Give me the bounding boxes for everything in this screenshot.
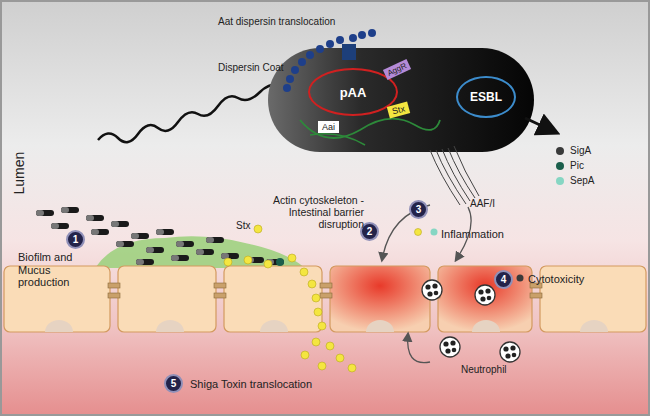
annotation-label: Inflammation xyxy=(441,228,504,241)
node-text: ESBL xyxy=(470,90,502,104)
node-text: 2 xyxy=(367,226,373,237)
legend-swatch xyxy=(556,177,564,185)
callout-number: 1 xyxy=(66,230,85,249)
legend-text: SepA xyxy=(570,175,594,187)
gene-box: Aai xyxy=(318,121,339,133)
toxin-label: Stx xyxy=(236,220,250,232)
legend-swatch xyxy=(556,147,564,155)
annotation-label: Dispersin Coat xyxy=(218,62,288,74)
callout-number: 5 xyxy=(164,374,183,393)
annotation-label: Biofilm and Mucus production xyxy=(18,251,100,289)
callout-number: 3 xyxy=(409,200,428,219)
annotation-label: Aat dispersin translocation xyxy=(218,16,338,28)
legend-text: Pic xyxy=(570,160,584,172)
callout-number: 4 xyxy=(494,270,513,289)
node-text: Aai xyxy=(322,122,335,132)
legend-swatch xyxy=(556,162,564,170)
legend-text: SigA xyxy=(570,145,591,157)
annotation-label: Cytotoxicity xyxy=(528,273,584,286)
node-text: 4 xyxy=(501,274,507,285)
node-text: 3 xyxy=(416,204,422,215)
plasmid-ellipse: ESBL xyxy=(456,76,516,118)
cell-label: Neutrophil xyxy=(461,364,507,376)
annotation-label: AAF/I xyxy=(470,198,495,210)
node-text: 5 xyxy=(171,378,177,389)
annotation-label: Actin cytoskeleton - Intestinal barrier … xyxy=(246,194,364,230)
node-text: pAA xyxy=(340,85,367,100)
annotation-label: Shiga Toxin translocation xyxy=(190,378,312,391)
region-label: Lumen xyxy=(11,152,27,195)
node-text: 1 xyxy=(73,234,79,245)
node-text: Stx xyxy=(391,103,406,116)
